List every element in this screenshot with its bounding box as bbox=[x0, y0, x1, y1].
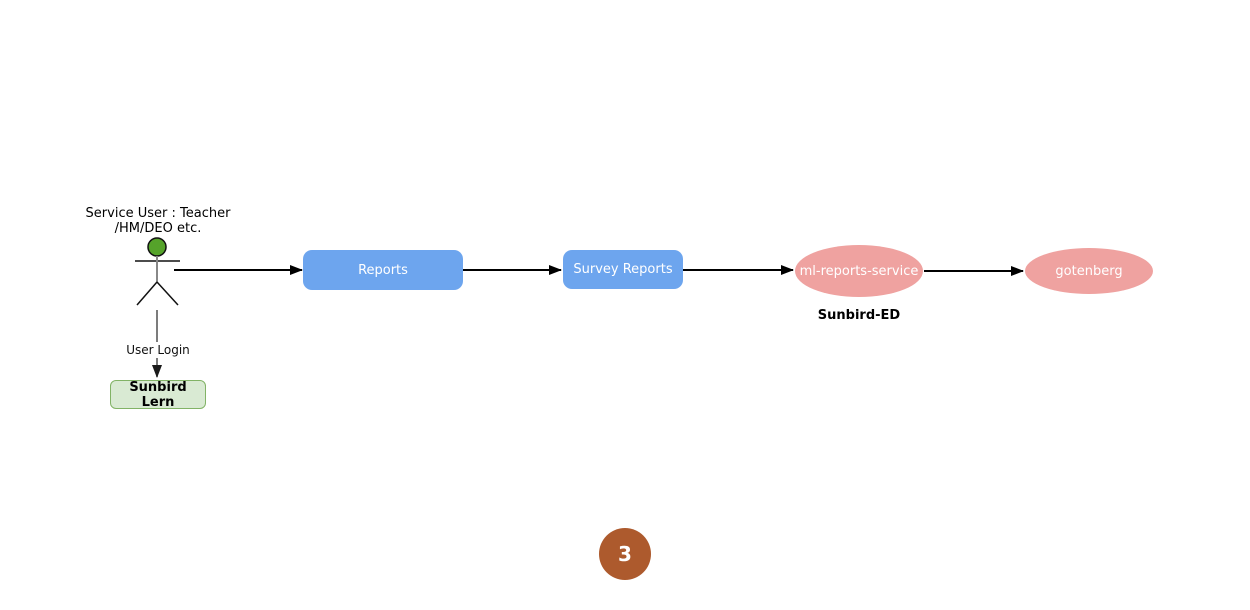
sunbird-ed-label: Sunbird-ED bbox=[817, 308, 901, 323]
user-login-edge-label: User Login bbox=[118, 342, 198, 358]
node-reports: Reports bbox=[303, 250, 463, 290]
actor-figure bbox=[135, 237, 180, 306]
node-sunbird-lern-label: Sunbird Lern bbox=[129, 379, 187, 410]
page-number-label: 3 bbox=[618, 542, 632, 566]
node-gotenberg: gotenberg bbox=[1025, 248, 1153, 294]
node-survey-reports: Survey Reports bbox=[563, 250, 683, 289]
actor-head bbox=[147, 237, 167, 257]
node-reports-label: Reports bbox=[358, 262, 408, 278]
page-number-badge: 3 bbox=[599, 528, 651, 580]
node-ml-reports-service-label: ml-reports-service bbox=[799, 263, 919, 279]
node-survey-reports-label: Survey Reports bbox=[573, 262, 673, 277]
actor-leg-left bbox=[136, 281, 158, 306]
actor-label-line2: /HM/DEO etc. bbox=[114, 221, 202, 236]
node-sunbird-lern: Sunbird Lern bbox=[110, 379, 206, 410]
actor-label: Service User : Teacher /HM/DEO etc. bbox=[58, 206, 258, 236]
node-ml-reports-service: ml-reports-service bbox=[795, 245, 923, 297]
actor-leg-right bbox=[156, 281, 179, 306]
node-gotenberg-label: gotenberg bbox=[1055, 263, 1123, 279]
actor-label-line1: Service User : Teacher bbox=[85, 206, 231, 221]
